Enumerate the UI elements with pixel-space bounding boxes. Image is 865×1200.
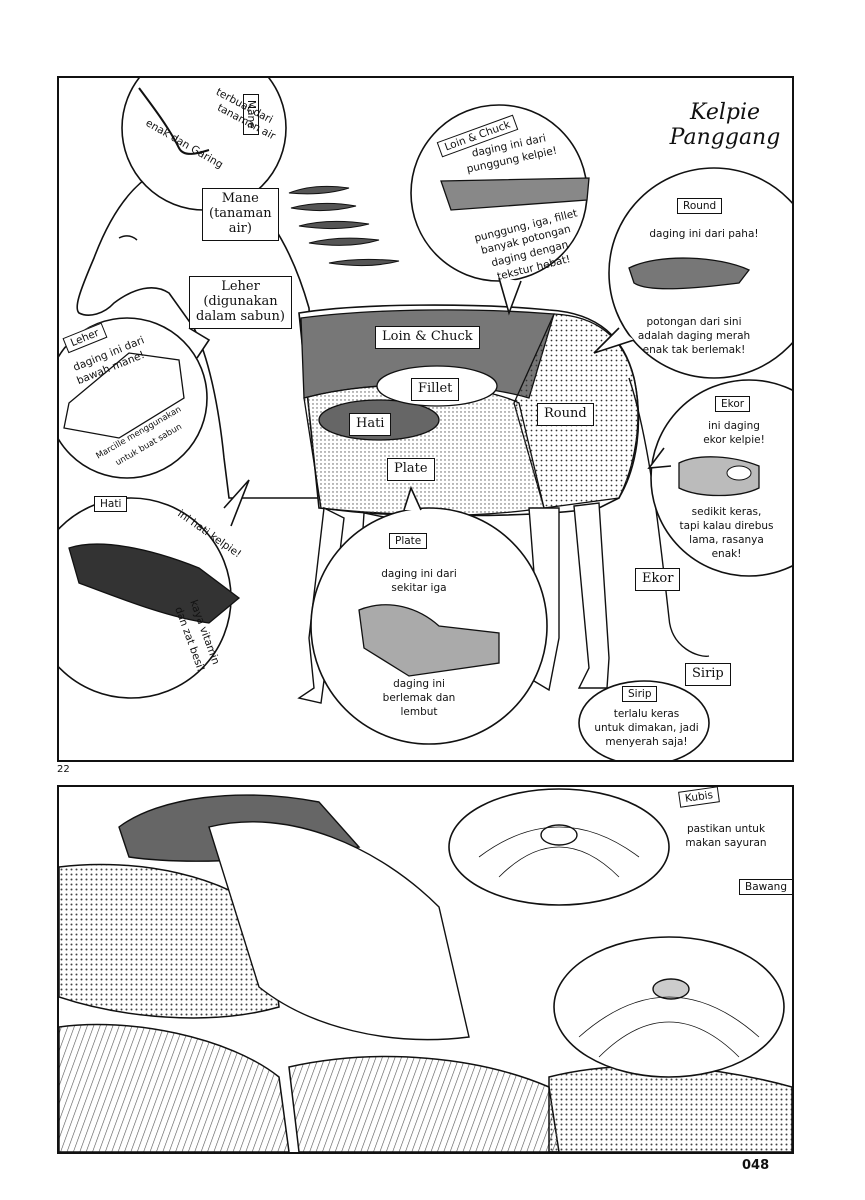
round-note-1: daging ini dari paha!: [649, 228, 759, 240]
bottom-panel: Kubis pastikan untuk makan sayuran Bawan…: [57, 785, 794, 1154]
veg-note-1: pastikan untuk: [686, 823, 766, 835]
plate-note-1: daging ini dari: [381, 568, 457, 580]
label-fillet: Fillet: [411, 378, 460, 401]
ekor-note-4: tapi kalau direbus: [679, 520, 774, 532]
sirip-note-1: terlalu keras: [613, 708, 680, 720]
plate-note-4: berlemak dan: [382, 692, 456, 704]
title-line-2: Panggang: [669, 125, 781, 151]
page-title: Kelpie Panggang: [655, 100, 792, 151]
ekor-note-3: sedikit keras,: [691, 506, 762, 518]
round-note-3: adalah daging merah: [637, 330, 751, 342]
sirip-note-3: menyerah saja!: [605, 736, 688, 748]
veg-note-2: makan sayuran: [685, 837, 767, 849]
round-note-4: enak tak berlemak!: [642, 344, 746, 356]
panel-number: 22: [57, 764, 70, 775]
label-loin-chuck: Loin & Chuck: [375, 326, 480, 349]
label-sirip: Sirip: [685, 663, 731, 686]
plate-note-5: lembut: [400, 706, 438, 718]
page-number: 048: [742, 1158, 770, 1173]
hati-tag: Hati: [94, 496, 128, 512]
plate-tag: Plate: [389, 533, 428, 549]
label-ekor: Ekor: [635, 568, 681, 591]
label-hati: Hati: [349, 413, 392, 436]
label-round: Round: [537, 403, 594, 426]
sirip-note-2: untuk dimakan, jadi: [594, 722, 699, 734]
ekor-note-5: lama, rasanya: [689, 534, 764, 546]
vegetables-illustration: [59, 787, 792, 1152]
ekor-note-1: ini daging: [708, 420, 760, 432]
sirip-tag: Sirip: [622, 686, 658, 702]
plate-note-2: sekitar iga: [391, 582, 447, 594]
ekor-note-6: enak!: [711, 548, 742, 560]
title-line-1: Kelpie: [689, 100, 761, 125]
round-tag: Round: [677, 198, 723, 214]
label-plate: Plate: [387, 458, 435, 481]
ekor-note-2: ekor kelpie!: [703, 434, 765, 446]
plate-note-3: daging ini: [393, 678, 445, 690]
bawang-tag: Bawang: [739, 879, 792, 895]
top-panel: Kelpie Panggang Mane terbuat dari tanama…: [57, 76, 794, 762]
ekor-tag: Ekor: [715, 396, 751, 412]
round-note-2: potongan dari sini: [646, 316, 742, 328]
